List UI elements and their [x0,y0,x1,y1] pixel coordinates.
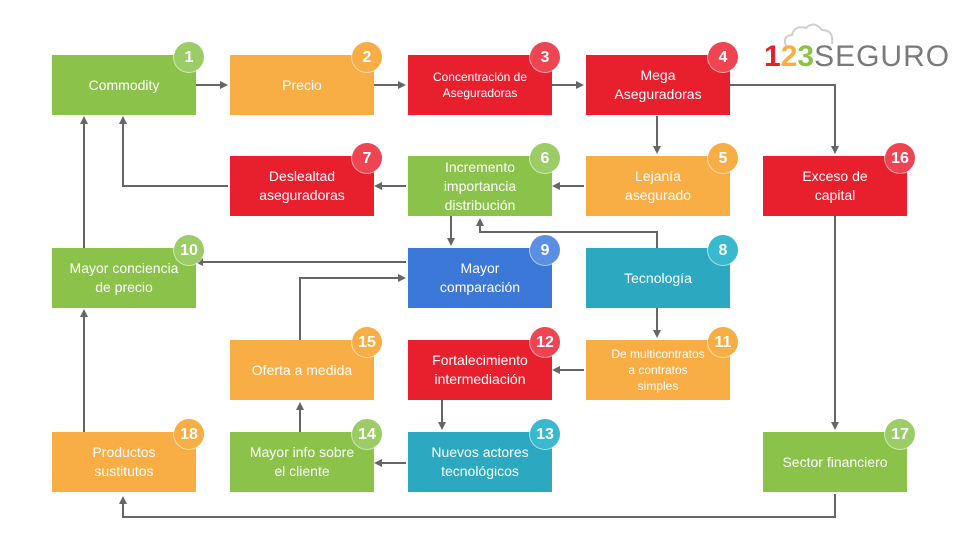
node-number-badge: 15 [352,327,382,357]
brand-logo: 123SEGURO [764,23,949,73]
arrow-15-9 [299,274,406,340]
node-number-badge: 1 [174,42,204,72]
node-number-badge: 6 [530,143,560,173]
node-number-badge: 18 [174,419,204,449]
cloud-icon [783,23,834,47]
node-number-badge: 2 [352,42,382,72]
node-number-badge: 16 [885,143,915,173]
node-number-badge: 11 [708,327,738,357]
arrow-17-18 [119,494,836,518]
node-number-badge: 7 [352,143,382,173]
arrow-4-16 [730,84,839,154]
node-number-badge: 10 [174,235,204,265]
node-number-badge: 5 [708,143,738,173]
arrow-8-6 [476,218,658,248]
node-number-badge: 17 [885,419,915,449]
node-number-badge: 14 [352,419,382,449]
node-number-badge: 4 [708,42,738,72]
node-number-badge: 12 [530,327,560,357]
node-number-badge: 9 [530,235,560,265]
arrow-7-1 [119,116,228,187]
node-number-badge: 8 [708,235,738,265]
node-number-badge: 3 [530,42,560,72]
node-number-badge: 13 [530,419,560,449]
logo-text: 123SEGURO [764,40,951,73]
